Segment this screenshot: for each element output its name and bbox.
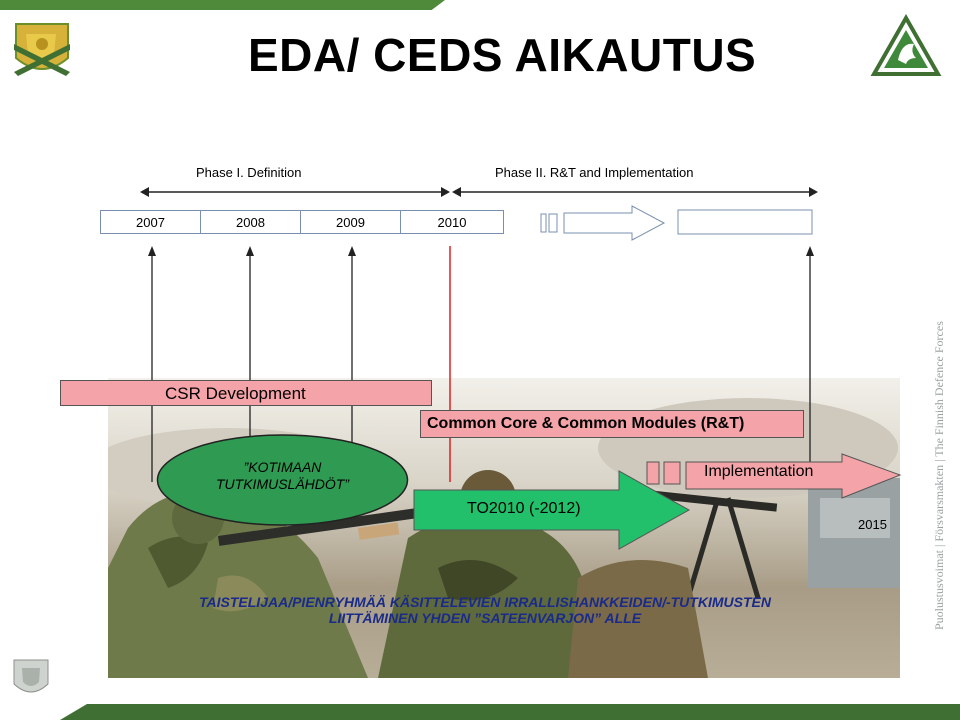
bottom-caption: TAISTELIJAA/PIENRYHMÄÄ KÄSITTELEVIEN IRR… xyxy=(150,594,820,626)
kotimaan-ellipse: ”KOTIMAAN TUTKIMUSLÄHDÖT” xyxy=(155,433,410,527)
slide-title: EDA/ CEDS AIKAUTUS xyxy=(248,29,757,81)
bottom-decor-bar xyxy=(60,704,960,720)
common-core-label: Common Core & Common Modules (R&T) xyxy=(427,415,745,432)
year-cell-2010: 2010 xyxy=(400,210,504,234)
phase-span-arrows xyxy=(140,184,820,200)
army-emblem-logo xyxy=(870,13,942,78)
year-2015-label: 2015 xyxy=(858,517,887,532)
implementation-label: Implementation xyxy=(704,463,814,480)
timeline-markers xyxy=(140,246,820,486)
year-cell-2008: 2008 xyxy=(200,210,301,234)
side-brand-label: Puolustusvoimat | Försvarsmakten | The F… xyxy=(932,321,946,630)
kotimaan-line-1: ”KOTIMAAN xyxy=(243,459,322,475)
bottom-caption-line-2: LIITTÄMINEN YHDEN ”SATEENVARJON” ALLE xyxy=(328,610,642,626)
defence-forces-logo xyxy=(10,656,52,702)
top-decor-bar xyxy=(0,0,445,10)
bottom-caption-line-1: TAISTELIJAA/PIENRYHMÄÄ KÄSITTELEVIEN IRR… xyxy=(199,594,771,610)
future-timeline-shapes xyxy=(540,204,815,242)
phase-1-label: Phase I. Definition xyxy=(196,165,302,180)
csr-development-bar: CSR Development xyxy=(60,380,432,406)
csr-development-label: CSR Development xyxy=(165,384,306,403)
coat-of-arms-logo xyxy=(6,14,78,84)
side-brand-text: Puolustusvoimat | Försvarsmakten | The F… xyxy=(932,321,954,630)
to2010-label: TO2010 (-2012) xyxy=(467,500,581,517)
phase-2-label: Phase II. R&T and Implementation xyxy=(495,165,694,180)
year-cell-2007: 2007 xyxy=(100,210,201,234)
common-core-bar: Common Core & Common Modules (R&T) xyxy=(420,410,804,438)
year-cell-2009: 2009 xyxy=(300,210,401,234)
to2010-arrow: TO2010 (-2012) xyxy=(413,470,691,550)
implementation-arrow: Implementation xyxy=(646,453,902,501)
kotimaan-line-2: TUTKIMUSLÄHDÖT” xyxy=(216,476,349,492)
